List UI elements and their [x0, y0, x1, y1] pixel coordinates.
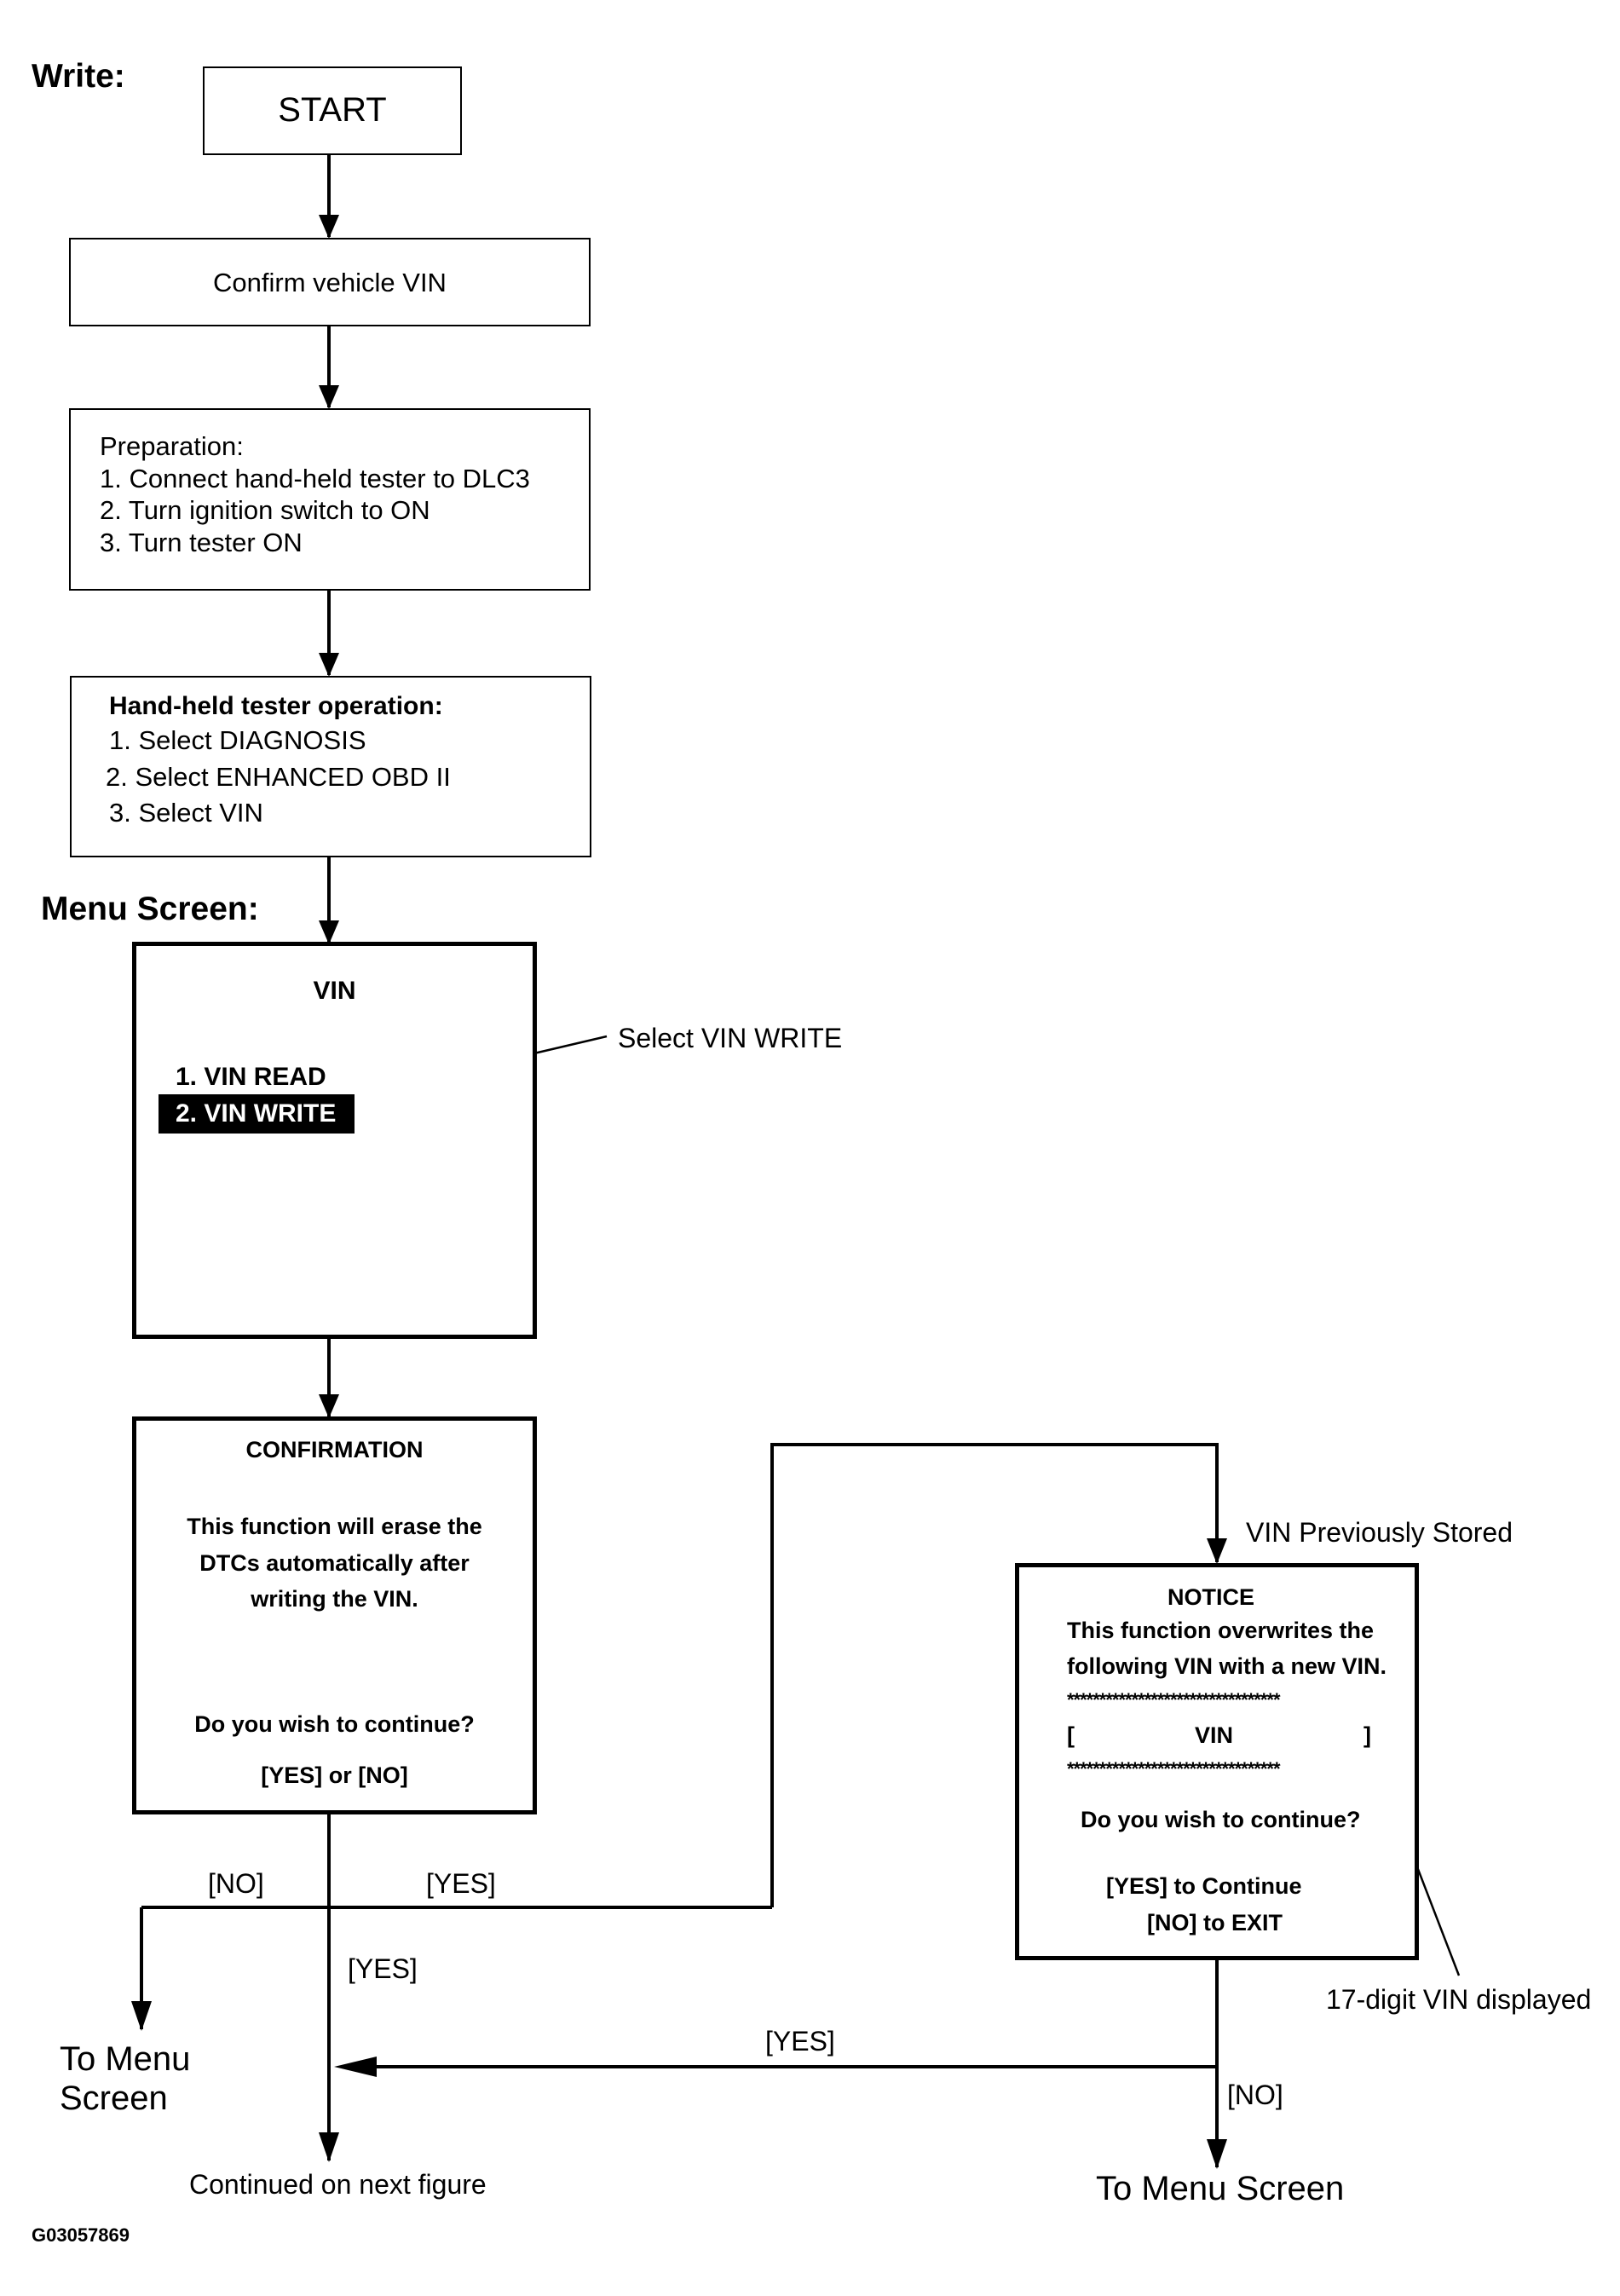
- notice-vin-open-bracket: [: [1067, 1722, 1075, 1748]
- arrowhead-yes-back: [334, 2057, 377, 2077]
- outcome-to-menu-left-line-1: To Menu: [60, 2040, 191, 2078]
- confirmation-message-line-1: This function will erase the: [187, 1514, 482, 1539]
- branch-label-no: [NO]: [208, 1868, 264, 1899]
- callout-17-digit-vin: 17-digit VIN displayed: [1326, 1984, 1592, 2015]
- confirmation-options: [YES] or [NO]: [261, 1762, 408, 1788]
- preparation-title: Preparation:: [100, 431, 244, 461]
- branch-label-yes-back: [YES]: [765, 2026, 835, 2057]
- notice-title: NOTICE: [1167, 1584, 1255, 1610]
- tester-step-2: 2. Select ENHANCED OBD II: [106, 762, 451, 792]
- arrowhead-to-menu-left: [131, 2001, 152, 2031]
- confirmation-message-line-3: writing the VIN.: [251, 1586, 418, 1612]
- line-yes-to-notice: [770, 1443, 1219, 1907]
- notice-vin-close-bracket: ]: [1363, 1722, 1371, 1748]
- arrowhead-menu: [319, 920, 339, 944]
- notice-option-no: [NO] to EXIT: [1147, 1910, 1283, 1935]
- outcome-to-menu-right: To Menu Screen: [1096, 2170, 1345, 2207]
- menu-screen-heading: Menu Screen:: [41, 891, 259, 927]
- notice-stars-top: *********************************: [1067, 1689, 1281, 1710]
- branch-label-yes-right: [YES]: [426, 1868, 496, 1899]
- arrowhead-notice: [1207, 1538, 1227, 1564]
- notice-message-line-2: following VIN with a new VIN.: [1067, 1653, 1387, 1679]
- branch-label-vin-previously-stored: VIN Previously Stored: [1246, 1517, 1513, 1548]
- notice-screen: NOTICE This function overwrites the foll…: [1015, 1563, 1419, 1960]
- figure-id: G03057869: [32, 2224, 130, 2246]
- tester-step-3: 3. Select VIN: [109, 798, 263, 828]
- arrowhead-confirm: [319, 215, 339, 239]
- arrowhead-to-menu-right: [1207, 2139, 1227, 2169]
- notice-vin-label: VIN: [1195, 1722, 1234, 1748]
- preparation-step-2: 2. Turn ignition switch to ON: [100, 495, 430, 525]
- arrowhead-confirmation: [319, 1394, 339, 1418]
- branch-label-no-notice: [NO]: [1227, 2080, 1283, 2110]
- branch-label-yes-down: [YES]: [348, 1953, 418, 1984]
- outcome-continued: Continued on next figure: [189, 2169, 487, 2200]
- confirm-vin-label: Confirm vehicle VIN: [213, 268, 447, 297]
- callout-select-vin-write: Select VIN WRITE: [618, 1023, 843, 1053]
- start-label: START: [278, 91, 387, 129]
- arrowhead-tester: [319, 653, 339, 677]
- confirm-vin-box: Confirm vehicle VIN: [69, 238, 591, 326]
- confirmation-question: Do you wish to continue?: [194, 1711, 475, 1737]
- preparation-box: Preparation: 1. Connect hand-held tester…: [69, 408, 591, 591]
- outcome-to-menu-left-line-2: Screen: [60, 2080, 168, 2117]
- confirmation-screen: CONFIRMATION This function will erase th…: [132, 1416, 537, 1814]
- arrowhead-prep: [319, 385, 339, 409]
- menu-screen: VIN 1. VIN READ 2. VIN WRITE: [132, 942, 537, 1339]
- preparation-step-3: 3. Turn tester ON: [100, 528, 303, 557]
- tester-operation-title: Hand-held tester operation:: [109, 692, 443, 720]
- notice-option-yes: [YES] to Continue: [1106, 1873, 1302, 1899]
- arrowhead-continued: [319, 2132, 339, 2162]
- start-box: START: [203, 66, 462, 155]
- confirmation-title: CONFIRMATION: [245, 1437, 424, 1462]
- tester-step-1: 1. Select DIAGNOSIS: [109, 725, 366, 755]
- notice-stars-bottom: *********************************: [1067, 1758, 1281, 1780]
- menu-item-vin-write: 2. VIN WRITE: [159, 1094, 355, 1134]
- write-heading: Write:: [32, 58, 125, 95]
- confirmation-message-line-2: DTCs automatically after: [199, 1550, 470, 1576]
- preparation-step-1: 1. Connect hand-held tester to DLC3: [100, 464, 530, 493]
- menu-item-vin-read: 1. VIN READ: [176, 1063, 326, 1091]
- menu-screen-title: VIN: [313, 977, 356, 1005]
- tester-operation-box: Hand-held tester operation: 1. Select DI…: [70, 676, 591, 857]
- notice-message-line-1: This function overwrites the: [1067, 1618, 1375, 1643]
- notice-question: Do you wish to continue?: [1081, 1807, 1361, 1832]
